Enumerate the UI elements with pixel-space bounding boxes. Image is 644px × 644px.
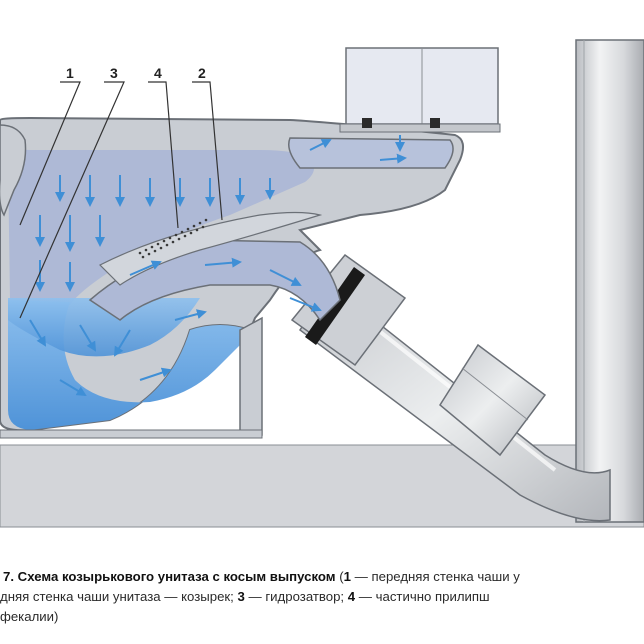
caption-num-1: 1 bbox=[343, 569, 351, 584]
caption-text-2: дняя стенка чаши унитаза — козырек; bbox=[0, 589, 238, 604]
label-2: 2 bbox=[198, 65, 206, 81]
caption-num-3: 3 bbox=[237, 589, 245, 604]
callout-lines bbox=[19, 81, 223, 319]
cistern bbox=[339, 47, 501, 133]
caption-paren: ( bbox=[335, 569, 344, 584]
stuck-matter bbox=[138, 218, 208, 259]
caption-line-3: фекалии) bbox=[0, 607, 644, 627]
caption-num-4: 4 bbox=[347, 589, 356, 604]
flow-arrows bbox=[29, 135, 407, 397]
caption-text-1: — передняя стенка чаши у bbox=[350, 569, 520, 584]
label-3: 3 bbox=[110, 65, 118, 81]
caption-text-3: — гидрозатвор; bbox=[244, 589, 348, 604]
caption-line-1: 7. Схема козырькового унитаза с косым вы… bbox=[3, 567, 644, 587]
caption-text-4: — частично прилипш bbox=[355, 589, 490, 604]
vertical-stack-pipe bbox=[575, 39, 644, 523]
figure-number: 7. bbox=[3, 569, 14, 584]
toilet-body bbox=[0, 116, 465, 439]
figure-caption: 7. Схема козырькового унитаза с косым вы… bbox=[0, 567, 644, 644]
label-1: 1 bbox=[66, 65, 74, 81]
label-4: 4 bbox=[154, 65, 162, 81]
water-seal bbox=[8, 300, 250, 430]
caption-title: Схема козырькового унитаза с косым выпус… bbox=[17, 569, 336, 584]
caption-line-2: дняя стенка чаши унитаза — козырек; 3 — … bbox=[0, 587, 644, 607]
caption-text-5: фекалии) bbox=[0, 609, 59, 624]
